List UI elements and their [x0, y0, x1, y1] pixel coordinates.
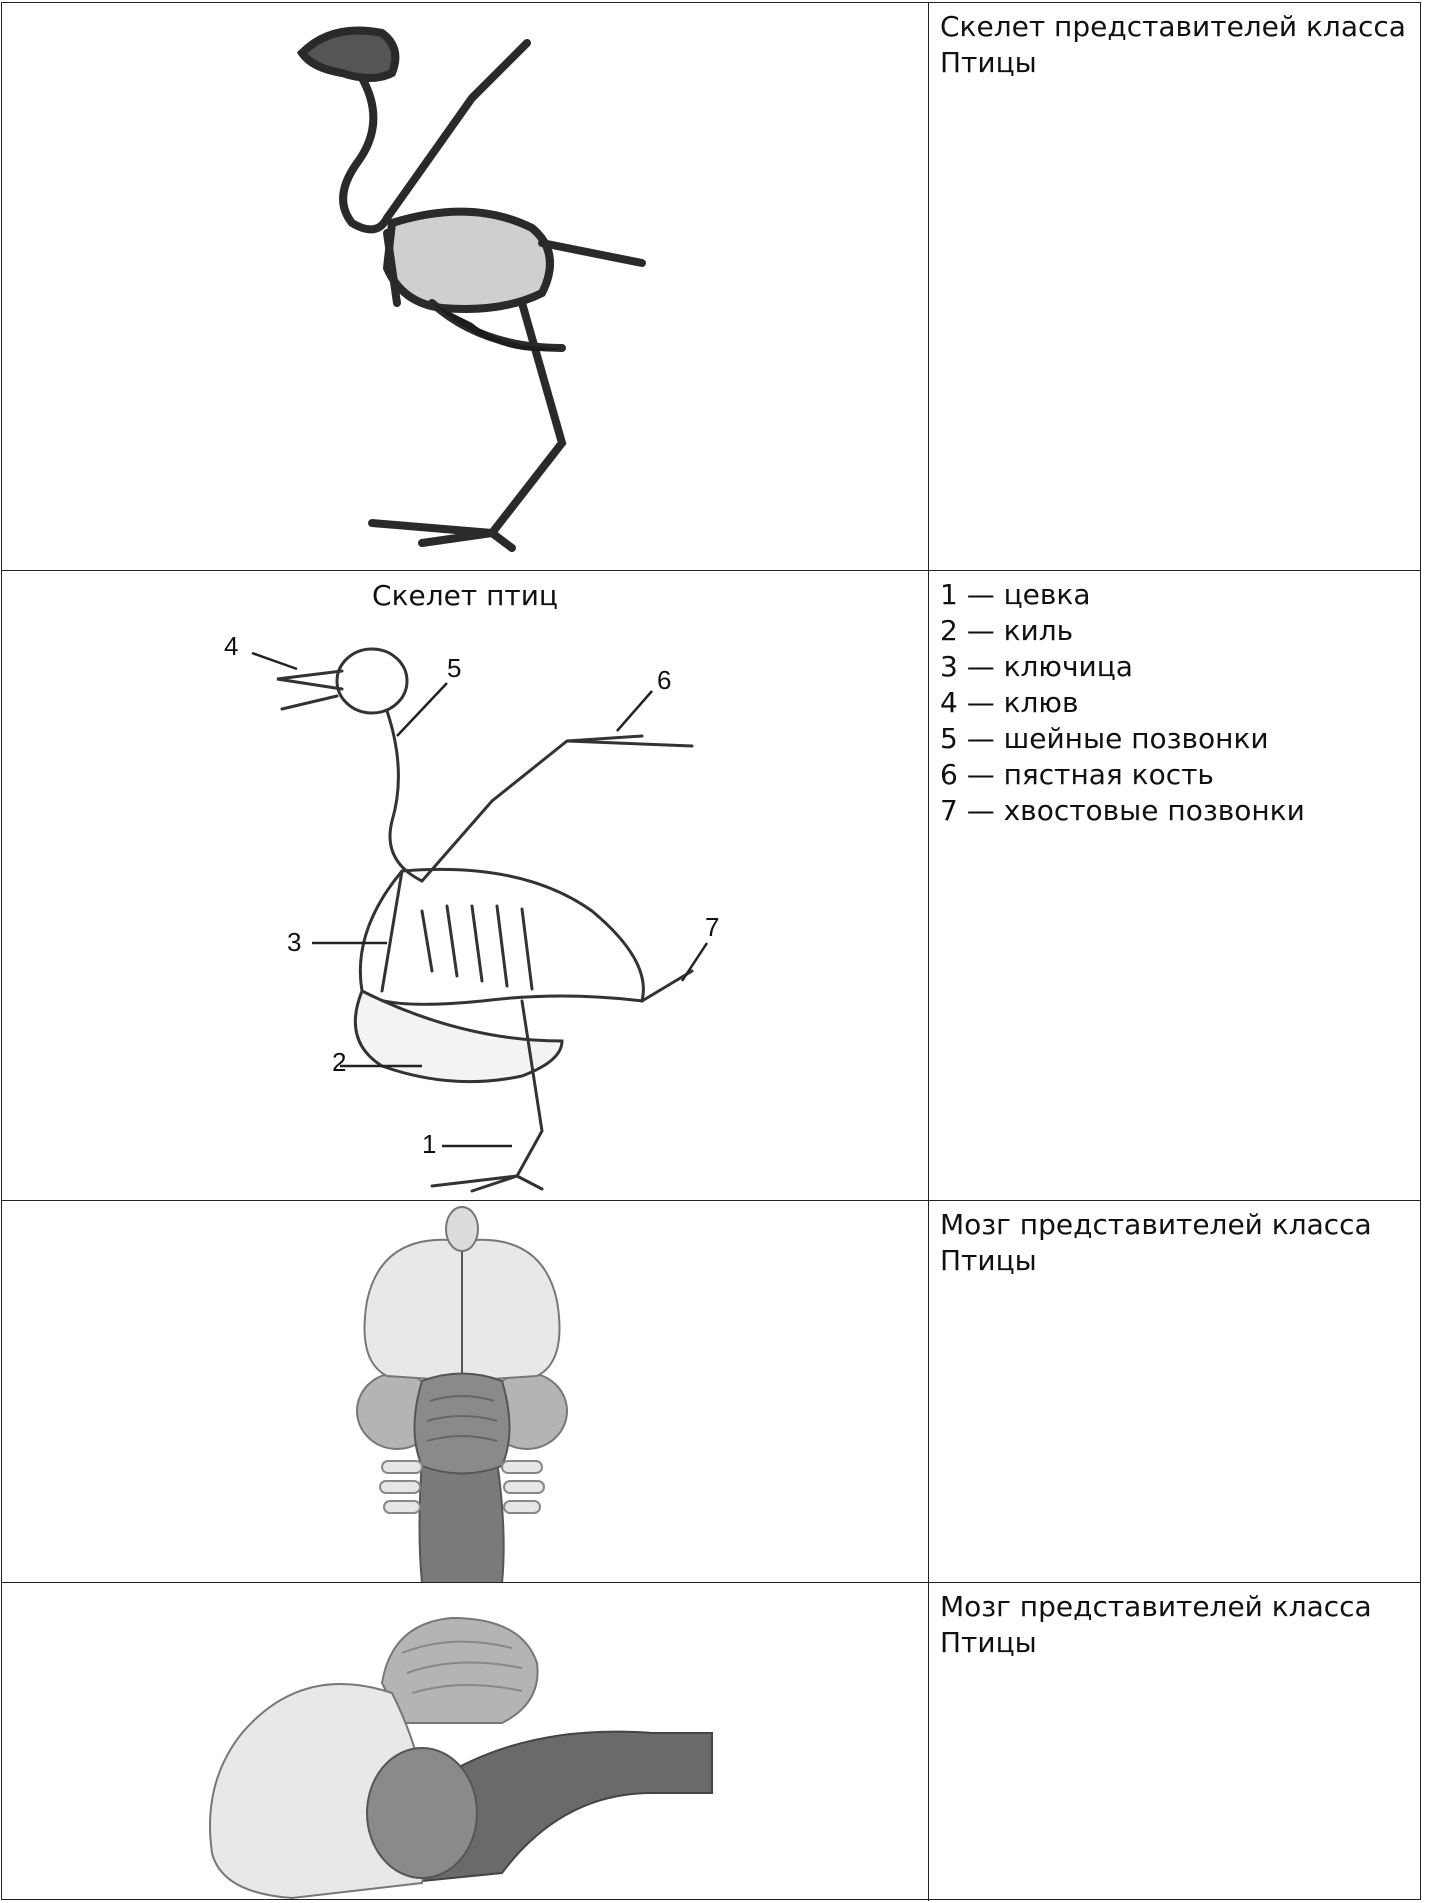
row-skeleton-photo: Скелет представителей класса Птицы	[2, 3, 1420, 571]
label-6: 6	[657, 665, 671, 695]
legend-item: 1 — цевка	[940, 577, 1410, 613]
label-2: 2	[332, 1047, 346, 1077]
legend-item: 4 — клюв	[940, 685, 1410, 721]
label-7: 7	[705, 912, 719, 942]
label-3: 3	[287, 927, 301, 957]
legend-item: 7 — хвостовые позвонки	[940, 793, 1410, 829]
row-skeleton-diagram: Скелет птиц	[2, 571, 1420, 1201]
bird-brain-side-view	[2, 1583, 929, 1901]
legend-item: 5 — шейные позвонки	[940, 721, 1410, 757]
bird-brain-top-view	[2, 1201, 929, 1582]
row-3-text: Мозг представителей класса Птицы	[930, 1201, 1420, 1582]
label-5: 5	[447, 653, 461, 683]
row-1-text: Скелет представителей класса Птицы	[930, 3, 1420, 570]
legend-item: 6 — пястная кость	[940, 757, 1410, 793]
legend-item: 2 — киль	[940, 613, 1410, 649]
row-brain-top: Мозг представителей класса Птицы	[2, 1201, 1420, 1583]
skeleton-legend: 1 — цевка 2 — киль 3 — ключица 4 — клюв …	[930, 571, 1420, 1200]
bird-skeleton-photo	[2, 3, 929, 570]
row-brain-side: Мозг представителей класса Птицы	[2, 1583, 1420, 1901]
legend-item: 3 — ключица	[940, 649, 1410, 685]
bird-skeleton-diagram: Скелет птиц	[2, 571, 929, 1200]
label-1: 1	[422, 1129, 436, 1159]
row-4-text: Мозг представителей класса Птицы	[930, 1583, 1420, 1901]
label-4: 4	[224, 631, 238, 661]
